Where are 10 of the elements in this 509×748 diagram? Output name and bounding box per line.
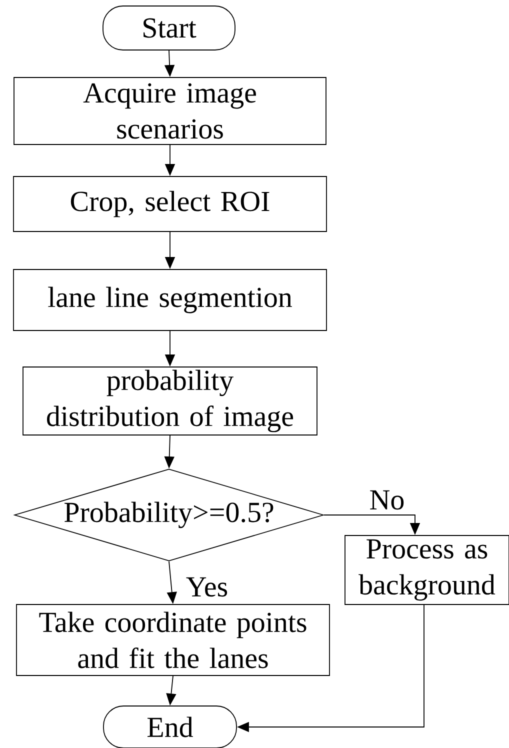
process-box: Acquire image scenarios	[14, 77, 326, 145]
terminal-box: End	[103, 706, 237, 748]
edge-label: Yes	[184, 576, 230, 598]
process-box: lane line segmention	[13, 269, 327, 331]
process-box: Crop, select ROI	[13, 176, 327, 232]
edge-label: No	[368, 489, 406, 511]
terminal-box: Start	[102, 6, 236, 50]
process-box: Process as background	[344, 535, 509, 605]
process-box: probability distribution of image	[22, 366, 318, 436]
process-box: Take coordinate points and fit the lanes	[16, 604, 330, 676]
